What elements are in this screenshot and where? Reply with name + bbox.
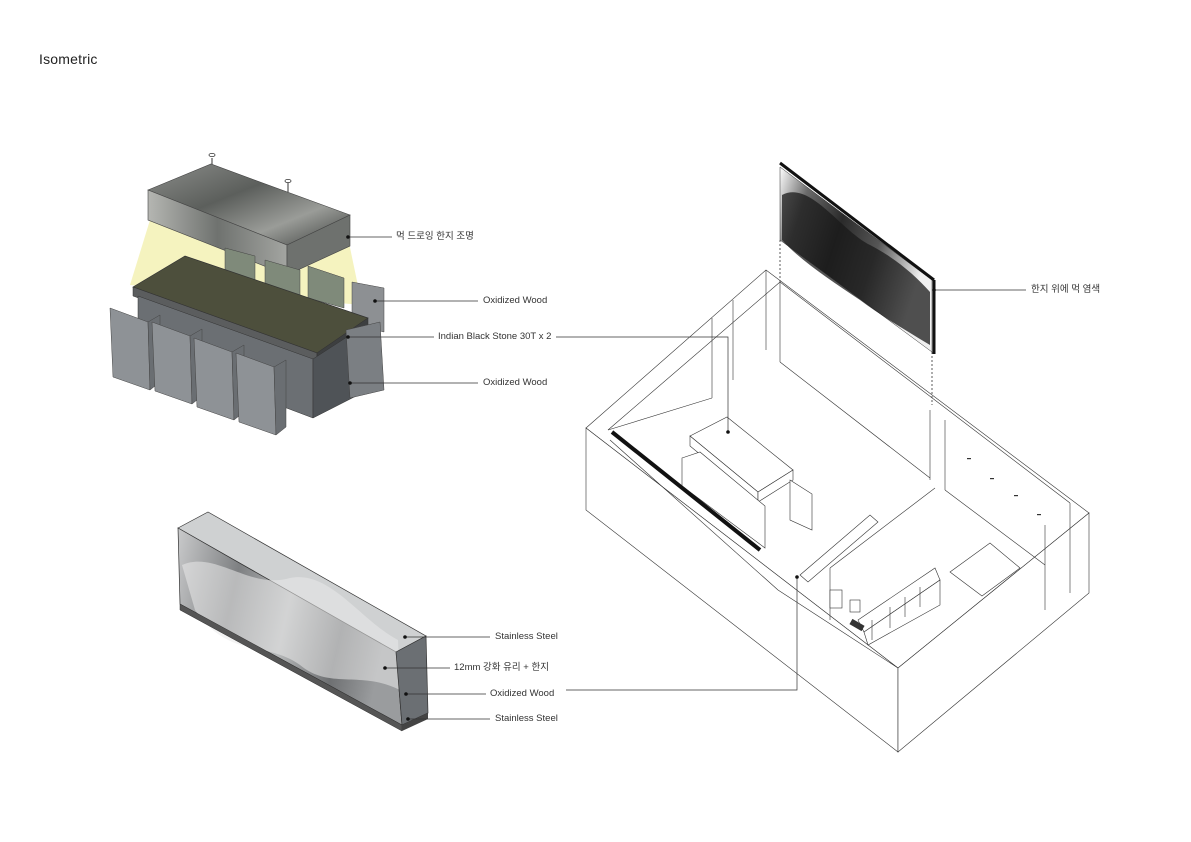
label-stainless-bottom: Stainless Steel <box>495 713 558 724</box>
room-isometric <box>585 269 1090 753</box>
page-title: Isometric <box>39 51 98 67</box>
label-oxidized-wood-base: Oxidized Wood <box>483 377 548 388</box>
leader-dots-table <box>346 235 377 385</box>
label-indian-black-stone: Indian Black Stone 30T x 2 <box>438 331 552 342</box>
label-lamp: 먹 드로잉 한지 조명 <box>396 231 474 242</box>
label-oxidized-wood-chair: Oxidized Wood <box>483 295 548 306</box>
label-hanji-ink: 한지 위에 먹 염색 <box>1031 284 1101 295</box>
leader-lines-room <box>556 289 1026 691</box>
label-oxidized-wood-cabinet: Oxidized Wood <box>490 688 555 699</box>
hanji-ink-panel <box>779 161 936 354</box>
leader-lines-cabinet <box>386 636 490 720</box>
display-cabinet <box>177 511 429 732</box>
label-glass-hanji: 12mm 강화 유리 + 한지 <box>454 662 549 673</box>
leader-lines-table <box>349 236 478 384</box>
stone-wall-edge <box>610 430 762 552</box>
dining-table-assembly <box>109 152 385 436</box>
label-stainless-top: Stainless Steel <box>495 631 558 642</box>
